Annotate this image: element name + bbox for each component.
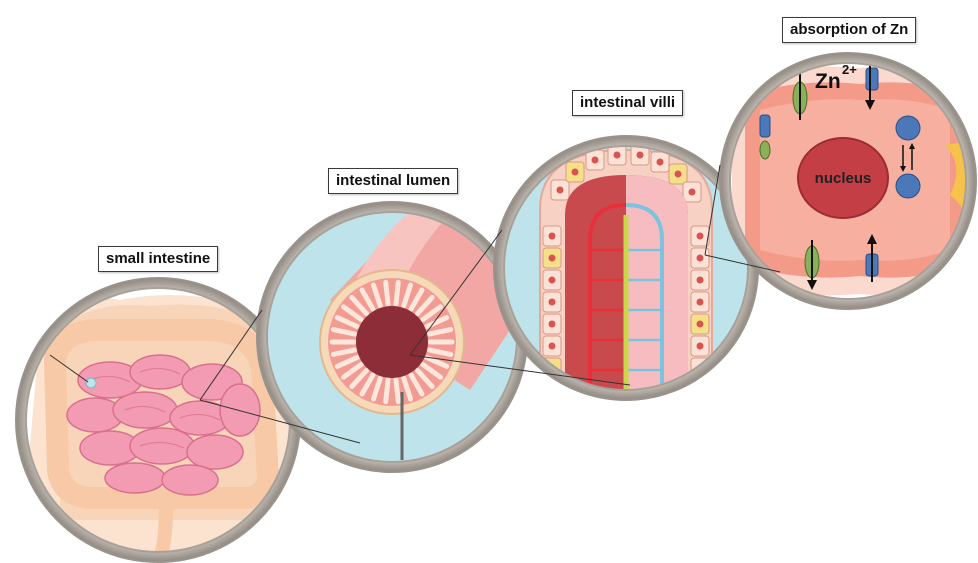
nucleus-label: nucleus bbox=[815, 170, 872, 187]
blue-transporter-left bbox=[760, 115, 770, 159]
cell-nucleus-dot bbox=[697, 387, 704, 394]
cell-nucleus-dot bbox=[549, 233, 556, 240]
intestinal-lumen-circle bbox=[257, 202, 530, 472]
cell-nucleus-dot bbox=[675, 171, 682, 178]
absorption-cell-circle: nucleus Zn 2+ bbox=[720, 53, 976, 309]
small-intestine-label: small intestine bbox=[98, 246, 218, 272]
cell-nucleus-dot bbox=[697, 255, 704, 262]
cell-nucleus-dot bbox=[689, 189, 696, 196]
svg-text:2+: 2+ bbox=[842, 62, 857, 77]
absorption-of-zn-label: absorption of Zn bbox=[782, 17, 916, 43]
villus-fold bbox=[386, 282, 388, 304]
cell-nucleus-dot bbox=[697, 321, 704, 328]
cell-nucleus-dot bbox=[549, 299, 556, 306]
villus-fold bbox=[396, 380, 398, 402]
cell-nucleus-dot bbox=[549, 321, 556, 328]
cell-nucleus-dot bbox=[697, 233, 704, 240]
epithelial-cell bbox=[543, 380, 561, 400]
villus-fold bbox=[386, 380, 388, 402]
cell-nucleus-dot bbox=[697, 277, 704, 284]
cell-nucleus-dot bbox=[637, 152, 644, 159]
cell-nucleus-dot bbox=[697, 343, 704, 350]
cell-nucleus-dot bbox=[657, 159, 664, 166]
nucleus: nucleus bbox=[798, 138, 888, 218]
cell-nucleus-dot bbox=[549, 343, 556, 350]
cell-nucleus-dot bbox=[572, 169, 579, 176]
cell-nucleus-dot bbox=[557, 187, 564, 194]
cell-nucleus-dot bbox=[697, 299, 704, 306]
cell-nucleus-dot bbox=[614, 152, 621, 159]
intestinal-villi-label: intestinal villi bbox=[572, 90, 683, 116]
cell-nucleus-dot bbox=[549, 255, 556, 262]
intestinal-lumen-label: intestinal lumen bbox=[328, 168, 458, 194]
epithelial-cell bbox=[691, 380, 709, 400]
cell-nucleus-dot bbox=[549, 277, 556, 284]
villus-fold bbox=[396, 282, 398, 304]
svg-text:Zn: Zn bbox=[815, 70, 841, 93]
cell-nucleus-dot bbox=[592, 157, 599, 164]
cell-nucleus-dot bbox=[549, 387, 556, 394]
